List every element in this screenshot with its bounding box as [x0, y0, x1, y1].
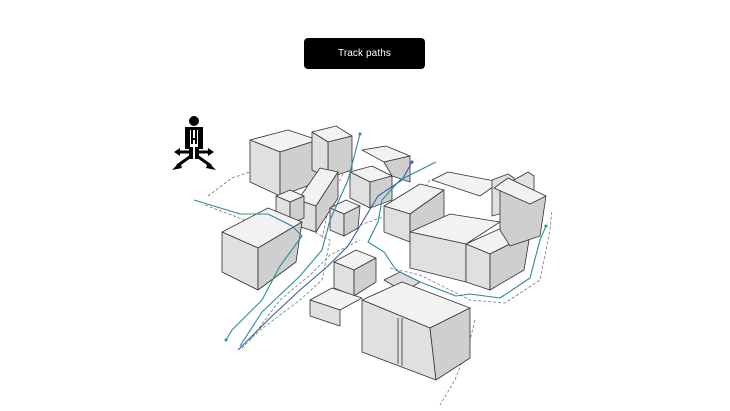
tracked-paths [193, 133, 547, 351]
path-endpoints [224, 132, 548, 342]
pedestrian-crossroads-icon [172, 116, 216, 170]
buildings [221, 125, 547, 381]
track-paths-button[interactable]: Track paths [304, 38, 425, 69]
